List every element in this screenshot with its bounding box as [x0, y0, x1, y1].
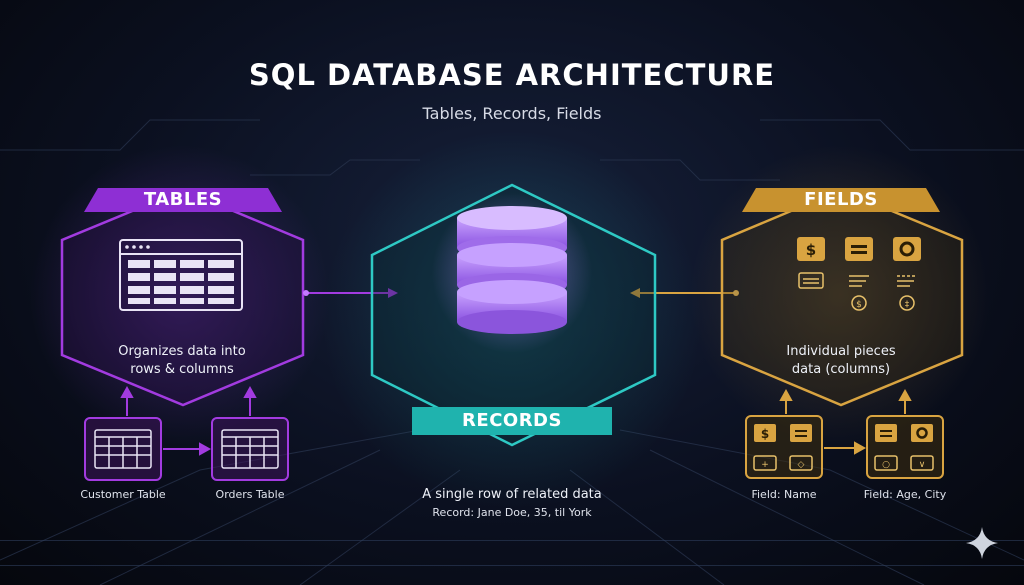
- records-example: Record: Jane Doe, 35, til York: [432, 506, 592, 519]
- svg-text:$: $: [856, 300, 862, 310]
- field-age-city-label: Field: Age, City: [863, 488, 947, 501]
- table-window-dots: [125, 245, 150, 249]
- fields-icon-grid: $ $ ‡: [797, 237, 921, 311]
- connector-records-fields: [630, 288, 739, 298]
- sparkle-icon: [966, 527, 998, 559]
- records-label: RECORDS: [462, 410, 562, 431]
- fields-description: Individual pieces data (columns): [741, 343, 941, 379]
- page-subtitle: Tables, Records, Fields: [422, 104, 602, 123]
- svg-text:‡: ‡: [905, 300, 910, 310]
- svg-text:+: +: [761, 460, 769, 470]
- orders-table-icon: [221, 429, 279, 469]
- tables-description-line2: rows & columns: [130, 362, 234, 377]
- tables-label: TABLES: [143, 189, 223, 210]
- customer-table-icon: [94, 429, 152, 469]
- tables-arrows: [120, 385, 257, 456]
- grid-floor: [0, 540, 1024, 566]
- field-age-city-icons: ○ ∨: [874, 424, 934, 471]
- svg-text:○: ○: [882, 460, 890, 470]
- svg-text:$: $: [761, 427, 769, 441]
- fields-label: FIELDS: [804, 189, 878, 210]
- orders-table-label: Orders Table: [215, 488, 285, 501]
- table-cells: [128, 260, 234, 304]
- tables-description: Organizes data into rows & columns: [82, 343, 282, 379]
- dollar-icon: $: [806, 241, 816, 259]
- records-description: A single row of related data: [422, 487, 602, 502]
- connector-tables-records: [303, 288, 398, 298]
- database-icon: [457, 206, 567, 334]
- records-banner: [412, 407, 612, 435]
- svg-text:∨: ∨: [919, 460, 926, 470]
- customer-table-label: Customer Table: [80, 488, 166, 501]
- field-name-icons: $ + ◇: [753, 424, 813, 471]
- gear-icon: [899, 241, 915, 257]
- page-title: SQL DATABASE ARCHITECTURE: [248, 58, 776, 92]
- tables-description-line1: Organizes data into: [118, 344, 246, 359]
- fields-arrows: [779, 388, 912, 455]
- fields-description-line2: data (columns): [791, 362, 891, 377]
- tables-banner: [84, 188, 282, 212]
- svg-text:◇: ◇: [798, 460, 805, 470]
- fields-description-line1: Individual pieces: [786, 344, 896, 359]
- field-name-label: Field: Name: [751, 488, 817, 501]
- table-grid-icon: [119, 239, 243, 311]
- fields-banner: [742, 188, 940, 212]
